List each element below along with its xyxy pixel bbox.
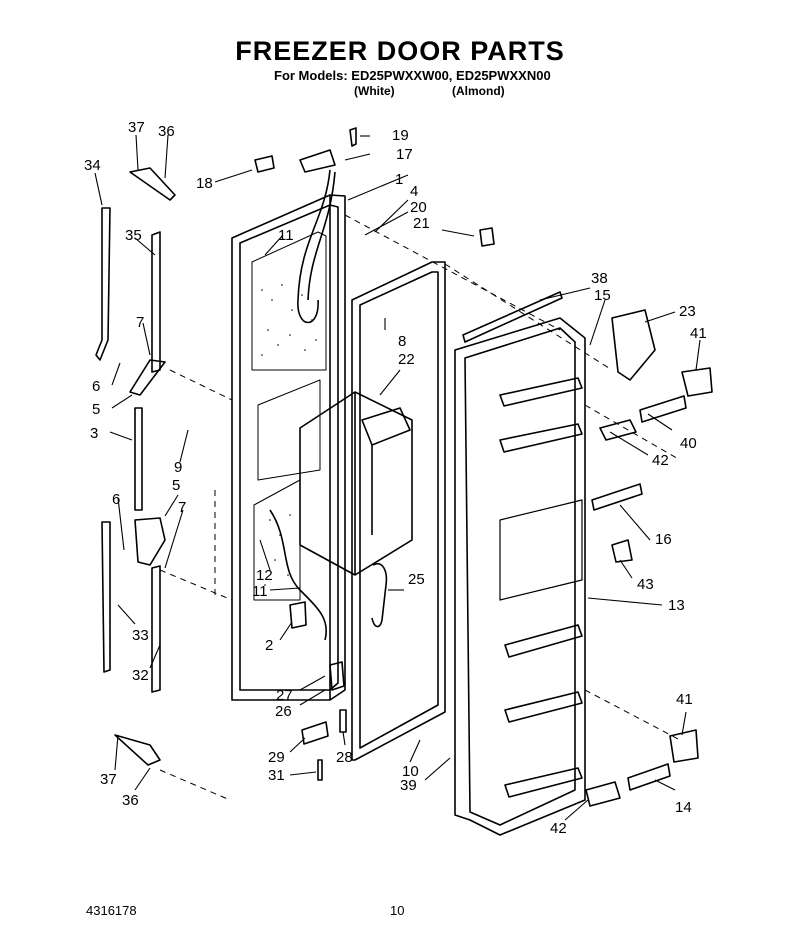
callout-26: 26 xyxy=(275,703,292,720)
callout-1: 1 xyxy=(395,171,403,188)
callout-39: 39 xyxy=(400,777,417,794)
wire-harness xyxy=(269,149,336,641)
alignment-lines xyxy=(159,214,681,801)
callout-labels: 1 2 3 4 5 5 6 6 7 7 8 9 10 11 11 11 12 1… xyxy=(84,119,707,837)
callout-42b: 42 xyxy=(550,820,567,837)
right-side-parts xyxy=(462,227,713,807)
callout-40: 40 xyxy=(680,435,697,452)
callout-13: 13 xyxy=(668,597,685,614)
callout-25: 25 xyxy=(408,571,425,588)
callout-37b: 37 xyxy=(100,771,117,788)
page-title: FREEZER DOOR PARTS xyxy=(235,36,565,66)
variant-white: (White) xyxy=(354,84,395,98)
callout-20: 20 xyxy=(410,199,427,216)
callout-32: 32 xyxy=(132,667,149,684)
leader-lines xyxy=(94,134,701,821)
callout-41b: 41 xyxy=(676,691,693,708)
callout-27: 27 xyxy=(276,687,293,704)
callout-19: 19 xyxy=(392,127,409,144)
callout-12: 12 xyxy=(256,567,273,584)
callout-11b: 11 xyxy=(252,583,268,600)
callout-6b: 6 xyxy=(112,491,120,508)
dispenser-housing xyxy=(299,391,413,576)
doc-number: 4316178 xyxy=(86,903,137,918)
callout-11a: 11 xyxy=(278,227,294,244)
callout-5a: 5 xyxy=(92,401,100,418)
callout-42a: 42 xyxy=(652,452,669,469)
callout-36a: 36 xyxy=(158,123,175,140)
trim-strips xyxy=(95,207,161,693)
callout-21: 21 xyxy=(413,215,430,232)
door-gasket xyxy=(351,261,446,761)
callout-10: 10 xyxy=(402,763,419,780)
callout-23: 23 xyxy=(679,303,696,320)
variant-almond: (Almond) xyxy=(452,84,505,98)
callout-28: 28 xyxy=(336,749,353,766)
callout-41a: 41 xyxy=(690,325,707,342)
callout-5b: 5 xyxy=(172,477,180,494)
door-shelves xyxy=(499,377,583,798)
hardware xyxy=(114,127,357,781)
callout-29: 29 xyxy=(268,749,285,766)
callout-8: 8 xyxy=(398,333,406,350)
callout-34: 34 xyxy=(84,157,101,174)
callout-36b: 36 xyxy=(122,792,139,809)
callout-2: 2 xyxy=(265,637,273,654)
callout-31: 31 xyxy=(268,767,285,784)
callout-7a: 7 xyxy=(136,314,144,331)
callout-37a: 37 xyxy=(128,119,145,136)
callout-43: 43 xyxy=(637,576,654,593)
page-number: 10 xyxy=(390,903,405,918)
callout-17: 17 xyxy=(396,146,413,163)
callout-14: 14 xyxy=(675,799,692,816)
callout-35: 35 xyxy=(125,227,142,244)
models-line: For Models: ED25PWXXW00, ED25PWXXN00 xyxy=(274,68,551,83)
callout-15: 15 xyxy=(594,287,611,304)
callout-33: 33 xyxy=(132,627,149,644)
door-liner xyxy=(454,317,586,836)
outer-door-panel xyxy=(231,194,346,701)
insulation-texture xyxy=(261,284,317,586)
callout-9: 9 xyxy=(174,459,182,476)
callout-16: 16 xyxy=(655,531,672,548)
callout-6a: 6 xyxy=(92,378,100,395)
callout-4: 4 xyxy=(410,183,418,200)
handle-piece xyxy=(371,563,388,628)
callout-3: 3 xyxy=(90,425,98,442)
callout-22: 22 xyxy=(398,351,415,368)
callout-38: 38 xyxy=(591,270,608,287)
callout-7b: 7 xyxy=(178,499,186,516)
callout-18: 18 xyxy=(196,175,213,192)
